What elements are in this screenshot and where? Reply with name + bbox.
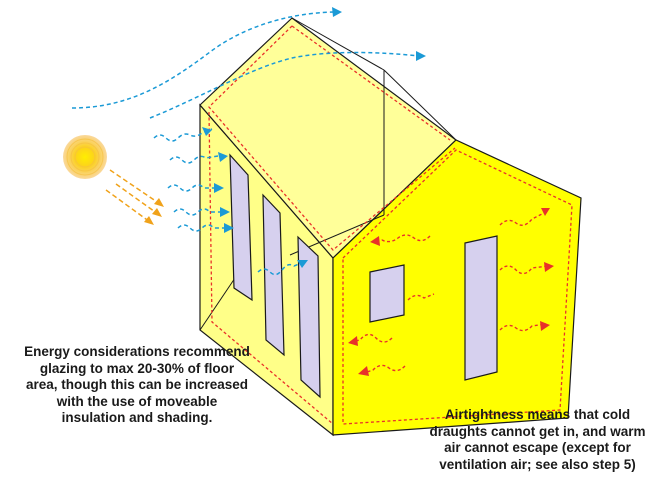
window-side-1 (229, 153, 253, 302)
warm-air-arrowheads (348, 208, 554, 376)
glazing-caption-line: with the use of moveable (56, 393, 218, 409)
cold-draught-arrow (257, 261, 305, 276)
cold-draught-arrow (149, 51, 421, 119)
cold-draught-arrow (167, 184, 214, 192)
warm-air-arrow (499, 323, 547, 332)
warm-air-arrow (407, 293, 435, 301)
cold-draught-arrow (169, 155, 219, 164)
glazing-caption-line: Energy considerations recommend (24, 344, 250, 359)
cold-draught-arrowheads (202, 7, 426, 268)
cold-draught-arrow (71, 11, 339, 109)
window-side-3 (297, 235, 321, 399)
cold-draught-arrow (153, 128, 213, 142)
glazing-caption: Energy considerations recommend glazing … (2, 344, 272, 427)
glazing-caption-line: area, though this can be increased (25, 377, 249, 392)
side-windows (229, 153, 321, 399)
sun-ray-arrows (105, 169, 164, 225)
warm-air-arrow (499, 265, 549, 275)
airtightness-caption-line: draughts cannot get in, and warm (429, 423, 646, 439)
warm-air-arrows (349, 212, 549, 375)
gable-wall (332, 139, 582, 436)
warm-air-arrow (349, 333, 393, 343)
window-gable-small (369, 264, 405, 323)
cold-draught-arrows (71, 11, 421, 276)
warm-air-arrow (360, 364, 406, 375)
airtightness-caption: Airtightness means that cold draughts ca… (410, 407, 665, 473)
cold-draught-arrow (177, 224, 224, 232)
airtightness-caption-line: air cannot escape (except for (444, 440, 631, 455)
frame-edges (199, 17, 457, 331)
warm-air-arrow (371, 234, 431, 243)
cold-draught-arrow (173, 208, 220, 216)
window-side-2 (262, 193, 285, 357)
airtightness-caption-line: ventilation air; see also step 5) (439, 456, 636, 472)
sun-icon (63, 135, 107, 179)
airtight-layer (208, 25, 573, 425)
airtightness-caption-line: Airtightness means that cold (444, 407, 631, 422)
glazing-caption-line: insulation and shading. (61, 410, 213, 425)
warm-air-arrow (499, 212, 545, 226)
glazing-caption-line: glazing to max 20-30% of floor (39, 360, 235, 376)
window-gable-tall (464, 235, 498, 381)
